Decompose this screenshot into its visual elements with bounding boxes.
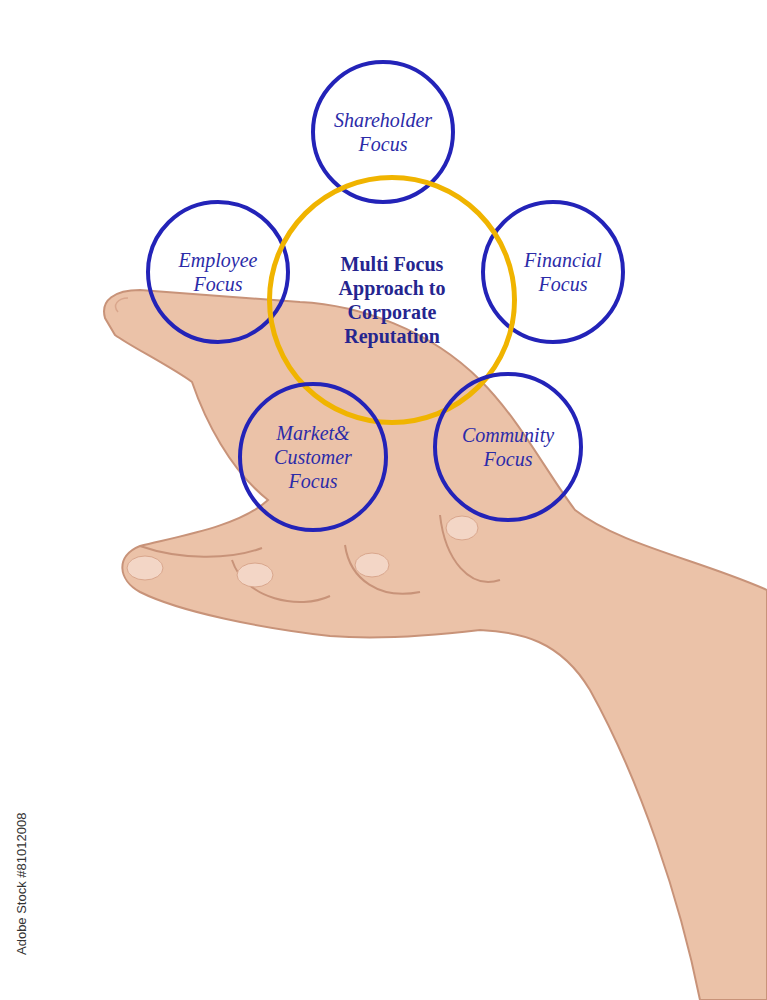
center-circle: Multi Focus Approach to Corporate Reputa… — [267, 175, 517, 425]
focus-label: Market& Customer Focus — [261, 421, 366, 493]
circle-outline — [146, 200, 290, 344]
circle-stroke — [148, 202, 288, 342]
focus-label: Financial Focus — [508, 248, 618, 296]
circle-stroke — [435, 374, 581, 520]
focus-circle: Financial Focus — [481, 200, 625, 344]
center-title: Multi Focus Approach to Corporate Reputa… — [322, 252, 462, 348]
focus-label: Shareholder Focus — [323, 108, 443, 156]
circle-stroke — [483, 202, 623, 342]
focus-label: Employee Focus — [163, 248, 273, 296]
circle-outline — [267, 175, 517, 425]
circle-outline — [433, 372, 583, 522]
circle-stroke — [240, 384, 386, 530]
circle-outline — [481, 200, 625, 344]
circle-stroke — [313, 62, 453, 202]
watermark: Adobe Stock #81012008 — [14, 813, 29, 955]
focus-circle: Community Focus — [433, 372, 583, 522]
focus-circle: Market& Customer Focus — [238, 382, 388, 532]
focus-label: Community Focus — [448, 423, 568, 471]
focus-circle: Employee Focus — [146, 200, 290, 344]
